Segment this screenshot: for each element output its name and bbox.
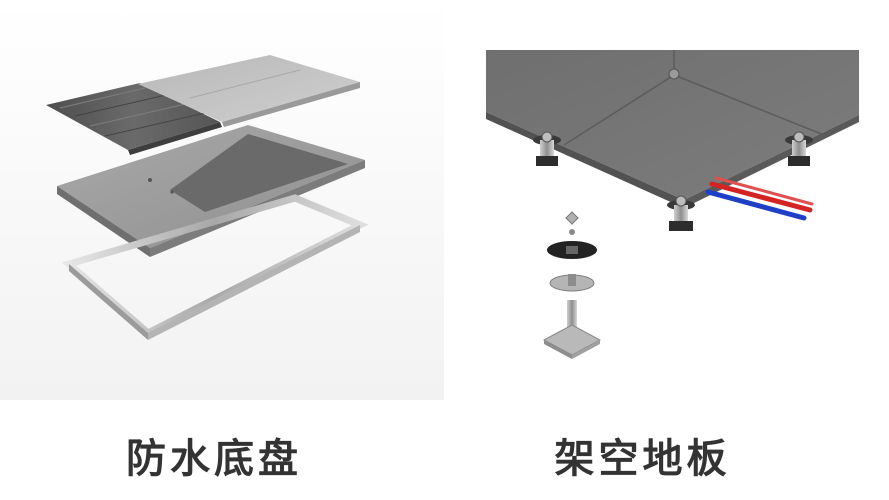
exploded-pedestal (542, 211, 602, 359)
stone-tile-edge (222, 82, 360, 127)
surface-layer (46, 55, 360, 155)
stone-tile-surface (138, 55, 360, 122)
raised-floor-illustration (444, 0, 889, 400)
product-panel-raised-floor: 架空地板 (444, 0, 889, 500)
floor-panel-edge-left (486, 112, 684, 208)
panel-screw (668, 68, 680, 80)
exploded-tray-illustration (0, 0, 444, 400)
tray-drain (148, 178, 152, 182)
product-caption-waterproof-tray: 防水底盘 (126, 436, 302, 482)
pedestal-front-left (533, 131, 561, 166)
pedestal-front-right (785, 131, 813, 166)
pedestal-front-center (667, 195, 695, 231)
floor-panel-edge-right (684, 115, 859, 208)
tray-edge-left (57, 186, 150, 257)
pedestal-cap (565, 211, 579, 225)
tray-inner-panel (170, 134, 348, 212)
pipe-red (709, 181, 813, 213)
floor-slabs (486, 50, 859, 208)
frame-layer (61, 194, 369, 340)
floor-panel-surface (486, 50, 859, 200)
pedestal-threaded-rod (567, 300, 577, 330)
product-panel-waterproof-tray: 防水底盘 (0, 0, 444, 500)
product-caption-raised-floor: 架空地板 (554, 436, 731, 482)
tray-layer (57, 125, 365, 257)
frame-edge-right (148, 225, 360, 340)
frame-edge-left (69, 264, 148, 340)
pipes (705, 176, 814, 221)
pipe-blue (705, 189, 807, 221)
wood-plank-edge (128, 122, 222, 155)
